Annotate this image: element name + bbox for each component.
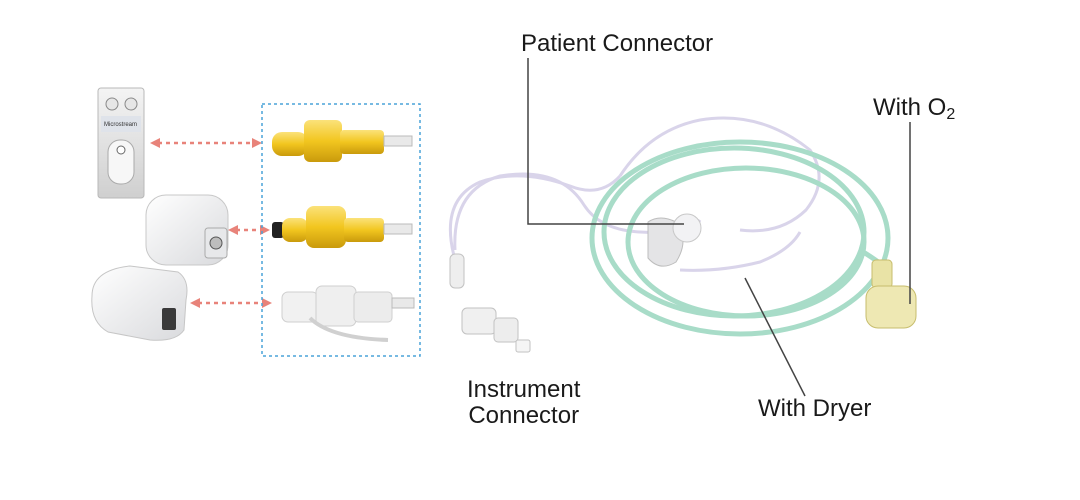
green-oxygen-tubing — [589, 139, 892, 337]
instrument-connector-line2: Connector — [468, 402, 580, 429]
nasal-cannula — [647, 213, 702, 267]
handheld-capnograph — [91, 265, 188, 341]
white-connector — [281, 285, 415, 342]
with-dryer-label: With Dryer — [758, 395, 872, 422]
yellow-connector-2 — [272, 206, 413, 248]
yellow-connector-1 — [272, 120, 413, 162]
instrument-connector-label: Instrument Connector — [467, 377, 580, 429]
with-o2-label: With O2 — [873, 95, 955, 124]
monitor-label: Microstream — [104, 122, 137, 128]
with-o2-subscript: 2 — [946, 106, 956, 123]
microstream-monitor-module: Microstream — [97, 87, 145, 199]
instrument-connector-line1: Instrument — [467, 376, 581, 403]
patient-connector-label: Patient Connector — [521, 30, 714, 57]
connection-arrows — [158, 141, 264, 305]
with-o2-text: With O — [873, 94, 947, 121]
connector-options-box — [261, 103, 421, 357]
oxygen-connector — [865, 259, 917, 329]
capnography-module-white — [145, 194, 229, 266]
instrument-connector-part — [449, 253, 531, 353]
leader-lines — [527, 58, 911, 397]
